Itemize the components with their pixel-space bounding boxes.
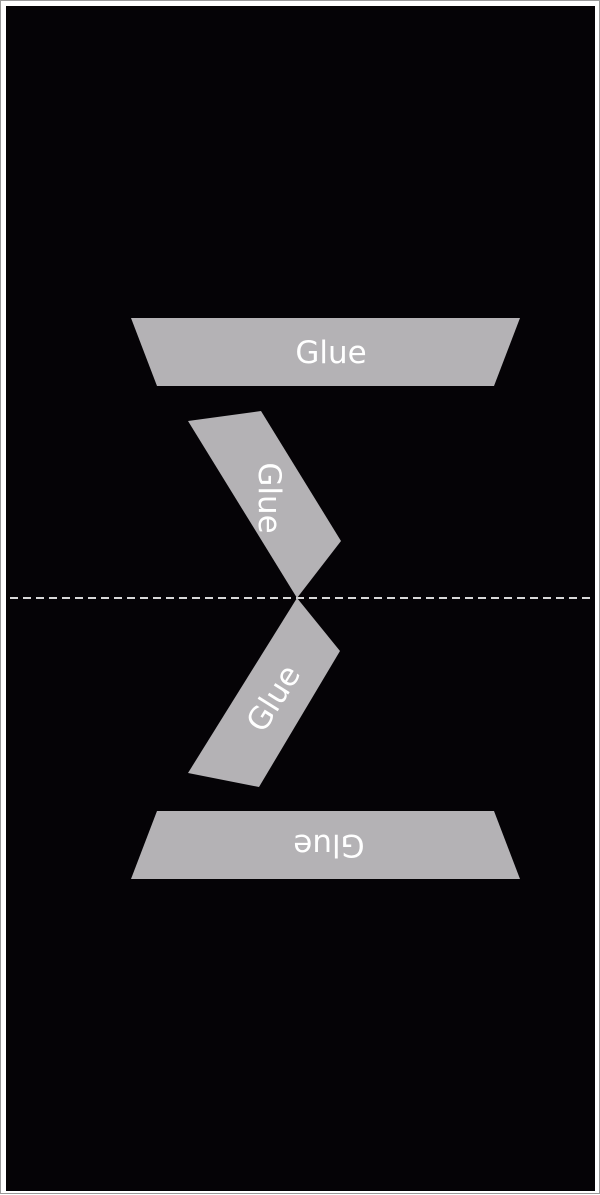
glue-tab-top: Glue [131, 318, 520, 386]
glue-tab-bottom: Glue [131, 811, 520, 879]
glue-tab-lower-slanted-shape [188, 598, 340, 787]
glue-tab-top-shape [131, 318, 520, 386]
glue-tab-upper-slanted: Glue [188, 411, 341, 598]
glue-tab-upper-slanted-label: Glue [251, 462, 287, 533]
glue-tab-upper-slanted-shape [188, 411, 341, 598]
glue-tab-bottom-label: Glue [293, 827, 364, 863]
glue-tab-bottom-shape [131, 811, 520, 879]
glue-tab-top-label: Glue [295, 335, 366, 371]
glue-tab-lower-slanted: Glue [188, 598, 340, 787]
